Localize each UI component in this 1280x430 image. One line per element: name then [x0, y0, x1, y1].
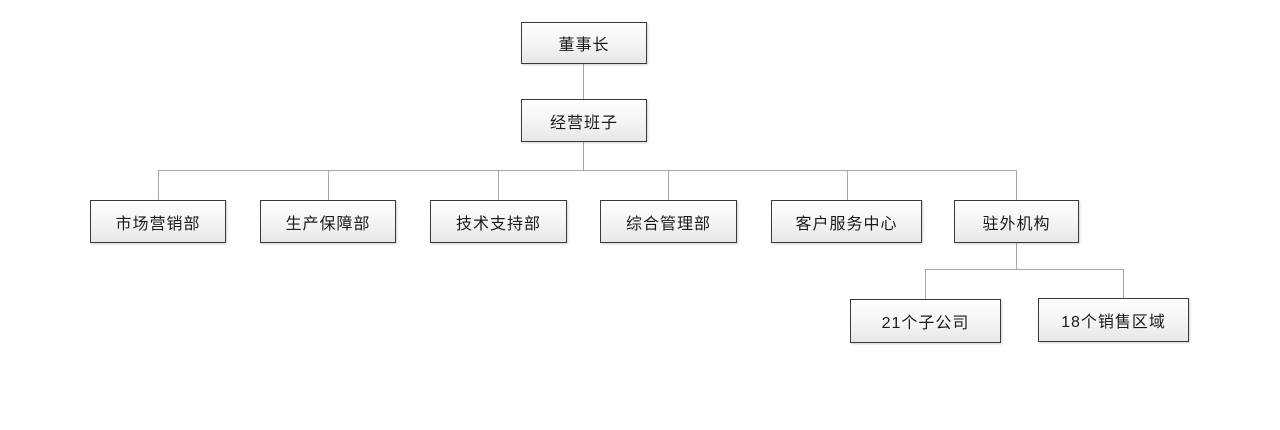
connector-drop-tech [498, 171, 499, 200]
org-node-subsidiaries[interactable]: 21个子公司 [850, 299, 1001, 343]
org-node-label: 驻外机构 [982, 215, 1051, 233]
connector-drop-sales-regions [1123, 270, 1124, 298]
org-node-label: 21个子公司 [881, 315, 970, 332]
org-node-tech-support-dept[interactable]: 技术支持部 [430, 200, 567, 243]
connector-drop-field-offices [1016, 171, 1017, 200]
org-node-label: 18个销售区域 [1061, 314, 1166, 331]
connector-drop-marketing [158, 171, 159, 200]
org-node-label: 综合管理部 [625, 215, 711, 233]
connector-field-offices-bus [1016, 243, 1017, 270]
connector-drop-production [328, 171, 329, 200]
org-node-label: 董事长 [558, 37, 610, 54]
org-node-label: 技术支持部 [455, 215, 541, 233]
connector-drop-general [668, 171, 669, 200]
org-node-label: 生产保障部 [285, 215, 371, 233]
connector-drop-customer-service [847, 171, 848, 200]
org-node-label: 市场营销部 [115, 215, 201, 233]
org-node-label: 客户服务中心 [795, 215, 898, 233]
org-node-management-team[interactable]: 经营班子 [521, 99, 647, 142]
org-node-marketing-dept[interactable]: 市场营销部 [90, 200, 226, 243]
connector-bus-level3 [158, 170, 1017, 171]
connector-chairman-management [583, 64, 584, 99]
org-node-general-management-dept[interactable]: 综合管理部 [600, 200, 737, 243]
connector-management-bus [583, 142, 584, 170]
connector-bus-level4 [925, 269, 1124, 270]
org-node-field-offices[interactable]: 驻外机构 [954, 200, 1079, 243]
org-node-chairman[interactable]: 董事长 [521, 22, 647, 64]
org-node-customer-service-center[interactable]: 客户服务中心 [771, 200, 922, 243]
org-node-sales-regions[interactable]: 18个销售区域 [1038, 298, 1189, 342]
org-node-label: 经营班子 [549, 114, 618, 132]
connector-drop-subsidiaries [925, 270, 926, 299]
org-node-production-support-dept[interactable]: 生产保障部 [260, 200, 396, 243]
